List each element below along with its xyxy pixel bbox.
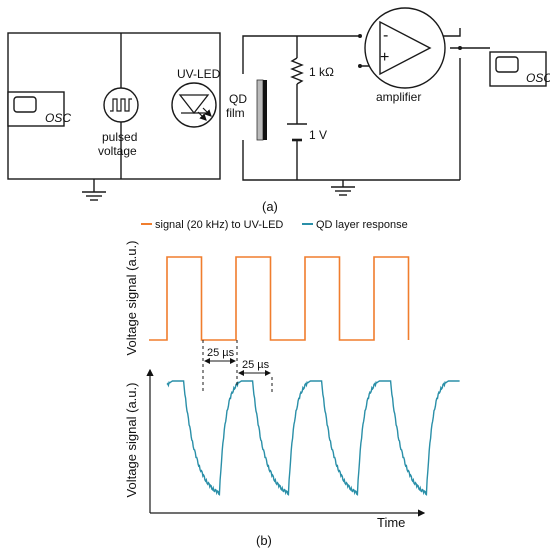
signal-series bbox=[149, 256, 410, 341]
qd-film: QD film bbox=[226, 79, 267, 141]
resistor-zigzag-icon bbox=[290, 57, 304, 85]
right-osc-label: OSC bbox=[526, 71, 550, 85]
oscilloscope-screen-icon bbox=[495, 56, 519, 73]
amplifier: - + amplifier bbox=[358, 7, 462, 104]
light-arrow-icon bbox=[197, 111, 207, 121]
source-label-line1: pulsed bbox=[102, 130, 137, 144]
light-arrow-icon bbox=[202, 107, 212, 117]
top-ylabel: Voltage signal (a.u.) bbox=[124, 241, 139, 356]
signal-waveform-line bbox=[149, 256, 410, 341]
battery-label: 1 V bbox=[309, 128, 327, 142]
legend-label-response: QD layer response bbox=[316, 219, 408, 231]
caption-b: (b) bbox=[256, 533, 272, 548]
pulse-wave-icon bbox=[110, 98, 132, 112]
resistor: 1 kΩ bbox=[290, 57, 334, 85]
qd-layer bbox=[256, 79, 264, 141]
film-label-line1: QD bbox=[229, 92, 247, 106]
legend: signal (20 kHz) to UV-LED QD layer respo… bbox=[141, 219, 408, 231]
left-ground-icon bbox=[82, 191, 106, 201]
amp-plus-sign: + bbox=[380, 49, 389, 66]
oscilloscope-screen-icon bbox=[13, 96, 37, 113]
dimension-arrows bbox=[204, 358, 271, 376]
response-waveform-line bbox=[166, 380, 460, 496]
pulsed-voltage-source: pulsed voltage bbox=[98, 87, 139, 158]
amp-minus-sign: - bbox=[383, 27, 388, 44]
right-oscilloscope: OSC bbox=[489, 51, 550, 87]
resistor-label: 1 kΩ bbox=[309, 65, 334, 79]
caption-a: (a) bbox=[262, 199, 278, 214]
left-osc-label: OSC bbox=[45, 111, 71, 125]
electrode-plate bbox=[263, 80, 267, 140]
source-label-line2: voltage bbox=[98, 144, 137, 158]
legend-label-signal: signal (20 kHz) to UV-LED bbox=[155, 219, 283, 231]
time-annotations bbox=[202, 340, 273, 393]
diode-triangle-icon bbox=[178, 94, 210, 115]
uv-led: UV-LED bbox=[171, 67, 221, 128]
right-circuit-wires bbox=[242, 28, 490, 187]
battery: 1 V bbox=[287, 123, 327, 142]
op-amp-triangle-icon bbox=[379, 20, 432, 76]
bottom-ylabel: Voltage signal (a.u.) bbox=[124, 383, 139, 498]
amp-label: amplifier bbox=[376, 90, 421, 104]
right-ground-icon bbox=[331, 186, 355, 196]
annotation-25us-1: 25 µs bbox=[207, 347, 235, 359]
film-label-line2: film bbox=[226, 106, 245, 120]
led-label: UV-LED bbox=[177, 67, 221, 81]
response-series bbox=[166, 380, 460, 496]
x-axis-label: Time bbox=[377, 515, 405, 530]
bottom-axes bbox=[146, 368, 426, 517]
annotation-25us-2: 25 µs bbox=[242, 359, 270, 371]
left-oscilloscope: OSC bbox=[7, 91, 71, 127]
